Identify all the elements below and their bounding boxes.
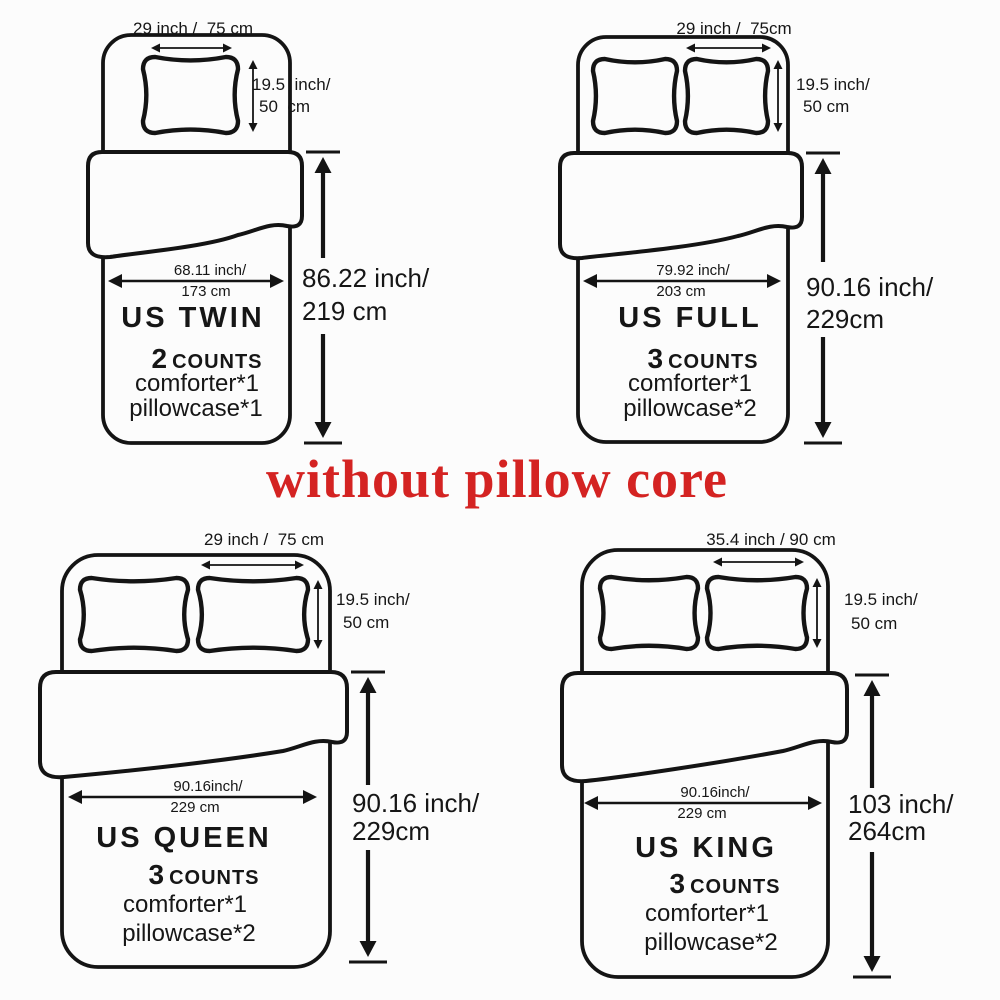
twin-pillow-width-arrow	[151, 43, 232, 53]
full-width-arrow	[583, 274, 781, 288]
full-pillow-icon-2	[682, 56, 771, 136]
queen-pillow-size-line1: 19.5 inch/	[336, 590, 410, 609]
full-width-label-line1: 79.92 inch/	[653, 263, 733, 279]
twin-counts: 2 COUNTS	[151, 343, 263, 374]
twin-item-comforter: comforter*1	[134, 370, 260, 397]
king-size-name: US KING	[635, 832, 777, 864]
king-pillow-icon-2	[704, 574, 810, 652]
twin-count-number: 2	[151, 343, 168, 374]
full-size-name: US FULL	[618, 302, 762, 334]
queen-pillow-icon-1	[77, 575, 191, 654]
queen-size-name: US QUEEN	[96, 822, 272, 854]
king-top-width-label: 35.4 inch / 90 cm	[706, 530, 836, 549]
full-item-comforter: comforter*1	[627, 370, 753, 397]
twin-bed-illustration	[86, 33, 304, 445]
full-height-label-line1: 90.16 inch/	[806, 272, 934, 302]
twin-pillow-height-arrow	[248, 60, 258, 132]
twin-width-arrow	[108, 274, 284, 288]
queen-width-arrow	[68, 790, 317, 804]
full-item-pillowcase: pillowcase*2	[623, 395, 757, 422]
king-count-number: 3	[669, 868, 686, 899]
queen-height-label-line2: 229cm	[352, 816, 431, 846]
king-pillow-width-arrow	[713, 557, 804, 567]
king-height-label-line2: 264cm	[848, 816, 927, 846]
twin-pillow-size-line1: 19.5 inch/	[252, 75, 331, 94]
full-pillow-size-line2: 50 cm	[803, 97, 850, 116]
full-pillow-width-arrow	[686, 43, 771, 53]
queen-item-pillowcase: pillowcase*2	[122, 920, 256, 947]
full-pillow-icon-1	[590, 56, 680, 136]
twin-pillow-icon-1	[140, 54, 241, 136]
king-width-label-line2: 229 cm	[677, 805, 727, 822]
queen-count-word: COUNTS	[169, 867, 260, 889]
full-height-arrow	[804, 151, 842, 445]
king-pillow-size-line2: 50 cm	[851, 614, 898, 633]
full-pillow-height-arrow	[773, 60, 783, 132]
queen-item-comforter: comforter*1	[122, 891, 248, 918]
king-counts: 3 COUNTS	[669, 868, 781, 899]
queen-comforter-outline	[38, 670, 349, 780]
twin-height-label-line2: 219 cm	[302, 296, 388, 326]
full-pillow-size-line1: 19.5 inch/	[796, 75, 870, 94]
queen-pillow-height-arrow	[313, 580, 323, 649]
queen-pillow-width-arrow	[201, 560, 304, 570]
twin-count-word: COUNTS	[172, 351, 263, 373]
king-bed-illustration	[560, 548, 849, 979]
full-comforter-outline	[558, 151, 804, 261]
king-pillow-icon-1	[597, 574, 701, 652]
king-item-comforter: comforter*1	[644, 900, 770, 927]
full-count-number: 3	[647, 343, 664, 374]
queen-height-label-line1: 90.16 inch/	[352, 788, 480, 818]
king-comforter-outline	[560, 671, 849, 784]
king-item-pillowcase: pillowcase*2	[644, 929, 778, 956]
king-width-label-line1: 90.16inch/	[677, 785, 753, 801]
king-pillow-height-arrow	[812, 578, 822, 648]
twin-size-name: US TWIN	[121, 302, 265, 334]
queen-pillow-size-line2: 50 cm	[343, 613, 390, 632]
twin-top-width-label: 29 inch / 75 cm	[132, 19, 254, 38]
twin-comforter-outline	[86, 150, 304, 260]
full-width-label-line2: 203 cm	[656, 283, 706, 300]
full-top-width-label: 29 inch / 75cm	[676, 19, 792, 38]
twin-width-label-line2: 173 cm	[181, 283, 231, 300]
twin-height-arrow	[304, 150, 342, 445]
full-height-label-line2: 229cm	[806, 304, 885, 334]
queen-counts: 3 COUNTS	[148, 859, 260, 890]
king-height-arrow	[853, 673, 891, 979]
full-bed-illustration	[558, 35, 804, 444]
queen-top-width-label: 29 inch / 75 cm	[203, 530, 325, 549]
king-height-label-line1: 103 inch/	[848, 789, 954, 819]
banner-title: without pillow core	[266, 449, 728, 509]
queen-width-label-line1: 90.16inch/	[170, 779, 246, 795]
full-counts: 3 COUNTS	[647, 343, 759, 374]
twin-height-label-line1: 86.22 inch/	[302, 263, 430, 293]
full-count-word: COUNTS	[668, 351, 759, 373]
twin-item-pillowcase: pillowcase*1	[129, 395, 263, 422]
king-pillow-size-line1: 19.5 inch/	[844, 590, 918, 609]
twin-width-label-line1: 68.11 inch/	[170, 263, 250, 279]
queen-count-number: 3	[148, 859, 165, 890]
king-width-arrow	[584, 796, 822, 810]
king-count-word: COUNTS	[690, 876, 781, 898]
queen-height-arrow	[349, 670, 387, 964]
twin-pillow-size-line2: 50 cm	[259, 97, 311, 116]
queen-width-label-line2: 229 cm	[170, 799, 220, 816]
queen-bed-illustration	[38, 553, 349, 969]
queen-pillow-icon-2	[195, 575, 311, 654]
